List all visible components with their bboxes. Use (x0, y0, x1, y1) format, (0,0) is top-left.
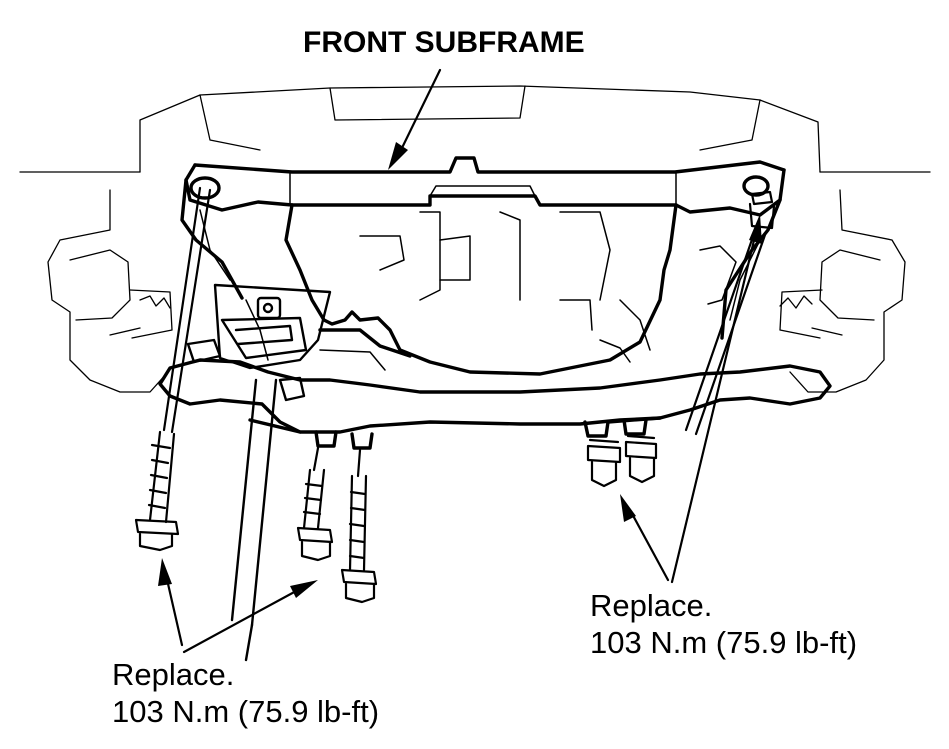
bolt-right-lower1 (586, 438, 622, 488)
callout-left: Replace. 103 N.m (75.9 lb-ft) (112, 656, 379, 730)
callout-right: Replace. 103 N.m (75.9 lb-ft) (590, 587, 857, 661)
bolt-right-lower2 (624, 434, 658, 484)
callout-left-line2: 103 N.m (75.9 lb-ft) (112, 694, 380, 729)
title-label: FRONT SUBFRAME (303, 26, 585, 59)
arrow-heads (158, 142, 762, 598)
subframe-details (199, 171, 761, 371)
bolt-left-outer (134, 186, 212, 552)
leader-arrows (164, 68, 758, 654)
bolt-left-mid1 (296, 446, 334, 562)
bracket-assembly (186, 283, 332, 402)
callout-right-line1: Replace. (590, 588, 713, 623)
bolt-left-mid2 (340, 448, 378, 604)
callout-right-line2: 103 N.m (75.9 lb-ft) (590, 625, 858, 660)
vehicle-body-outline (19, 85, 931, 393)
callout-left-line1: Replace. (112, 657, 235, 692)
steering-shaft (230, 378, 278, 662)
